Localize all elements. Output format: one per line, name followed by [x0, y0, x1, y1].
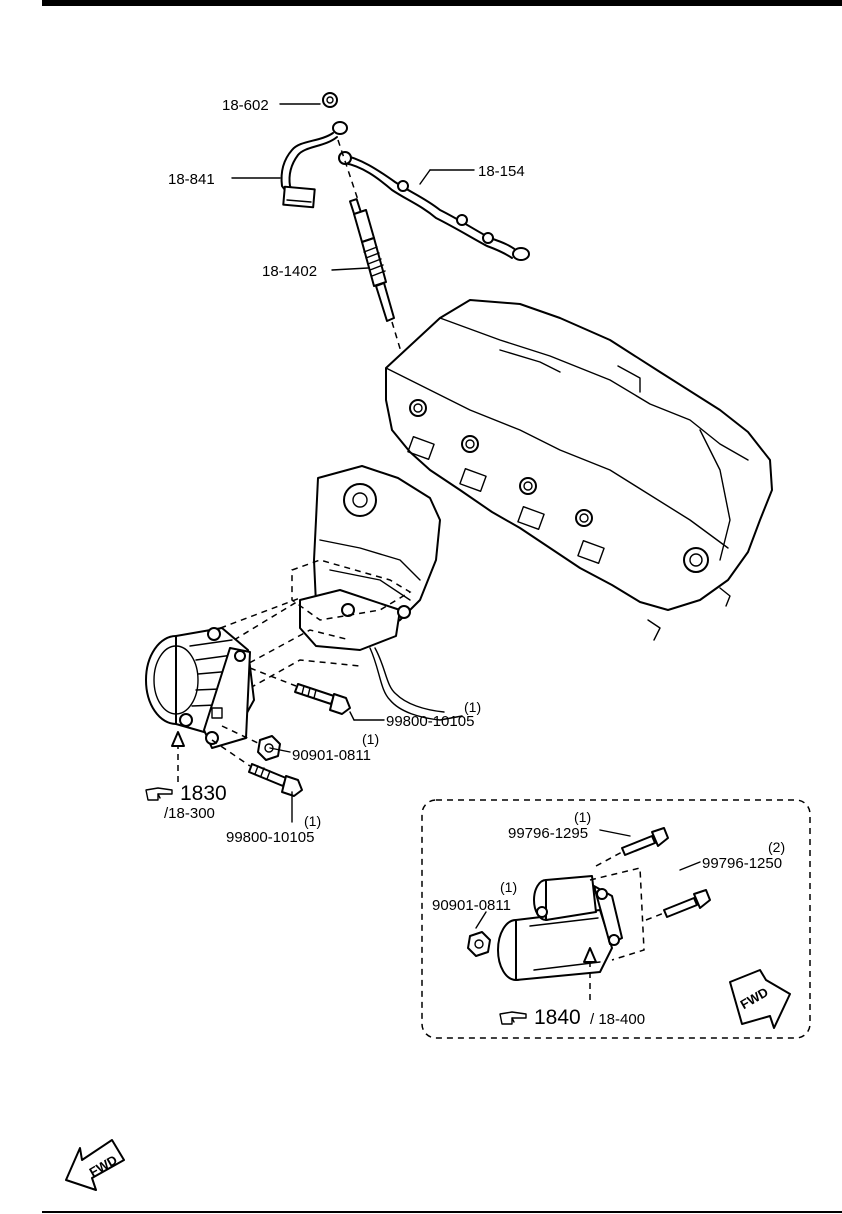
ref-1840-sub: / 18-400 [590, 1011, 645, 1028]
fwd-arrow-icon: FWD [65, 1139, 125, 1191]
glow-plug-lead [338, 151, 530, 261]
label-18-841: 18-841 [168, 171, 215, 188]
inset-bolt-b [663, 889, 711, 918]
label-bolt-lower: 99800-10105 [226, 829, 314, 846]
starter-motor [497, 875, 623, 981]
top-rule [42, 0, 842, 6]
label-inset-bolt-b: 99796-1250 [702, 855, 782, 872]
ref-1840: 1840 [534, 1006, 581, 1029]
alternator [145, 627, 255, 749]
label-18-602: 18-602 [222, 97, 269, 114]
glow-plug-washer [332, 121, 348, 135]
bolt-upper [294, 683, 351, 715]
pointing-hand-icon [499, 1011, 527, 1025]
starter-outline [589, 867, 645, 961]
label-18-154: 18-154 [478, 163, 525, 180]
label-nut-left: 90901-0811 [292, 747, 371, 764]
glow-plug-harness [280, 132, 338, 209]
inset-bolt-a [621, 827, 669, 856]
label-inset-bolt-a: 99796-1295 [508, 825, 588, 842]
label-inset-nut: 90901-0811 [432, 897, 511, 914]
ref-1830: 1830 [180, 782, 227, 805]
label-18-1402: 18-1402 [262, 263, 317, 280]
harness-wire [369, 647, 463, 721]
glow-plug-nut [322, 92, 338, 108]
qty-inset-bolt-b: (2) [768, 839, 785, 855]
fwd-arrow-icon: FWD [729, 969, 791, 1029]
qty-bolt-upper: (1) [464, 699, 481, 715]
alternator-bracket [299, 465, 441, 651]
glow-plug [348, 198, 395, 322]
install-line-plug [337, 139, 359, 201]
pointing-hand-icon [145, 787, 173, 801]
qty-bolt-lower: (1) [304, 813, 321, 829]
bolt-lower [248, 763, 303, 797]
inset-nut [467, 931, 491, 957]
ref-1830-sub: /18-300 [164, 805, 215, 822]
leader-lines [231, 103, 701, 929]
qty-inset-bolt-a: (1) [574, 809, 591, 825]
label-bolt-upper: 99800-10105 [386, 713, 474, 730]
cylinder-head [385, 299, 773, 641]
bracket-outline [291, 559, 412, 621]
nut-left [257, 735, 281, 761]
qty-nut-left: (1) [362, 731, 379, 747]
qty-inset-nut: (1) [500, 879, 517, 895]
starter-inset-frame [421, 799, 811, 1039]
